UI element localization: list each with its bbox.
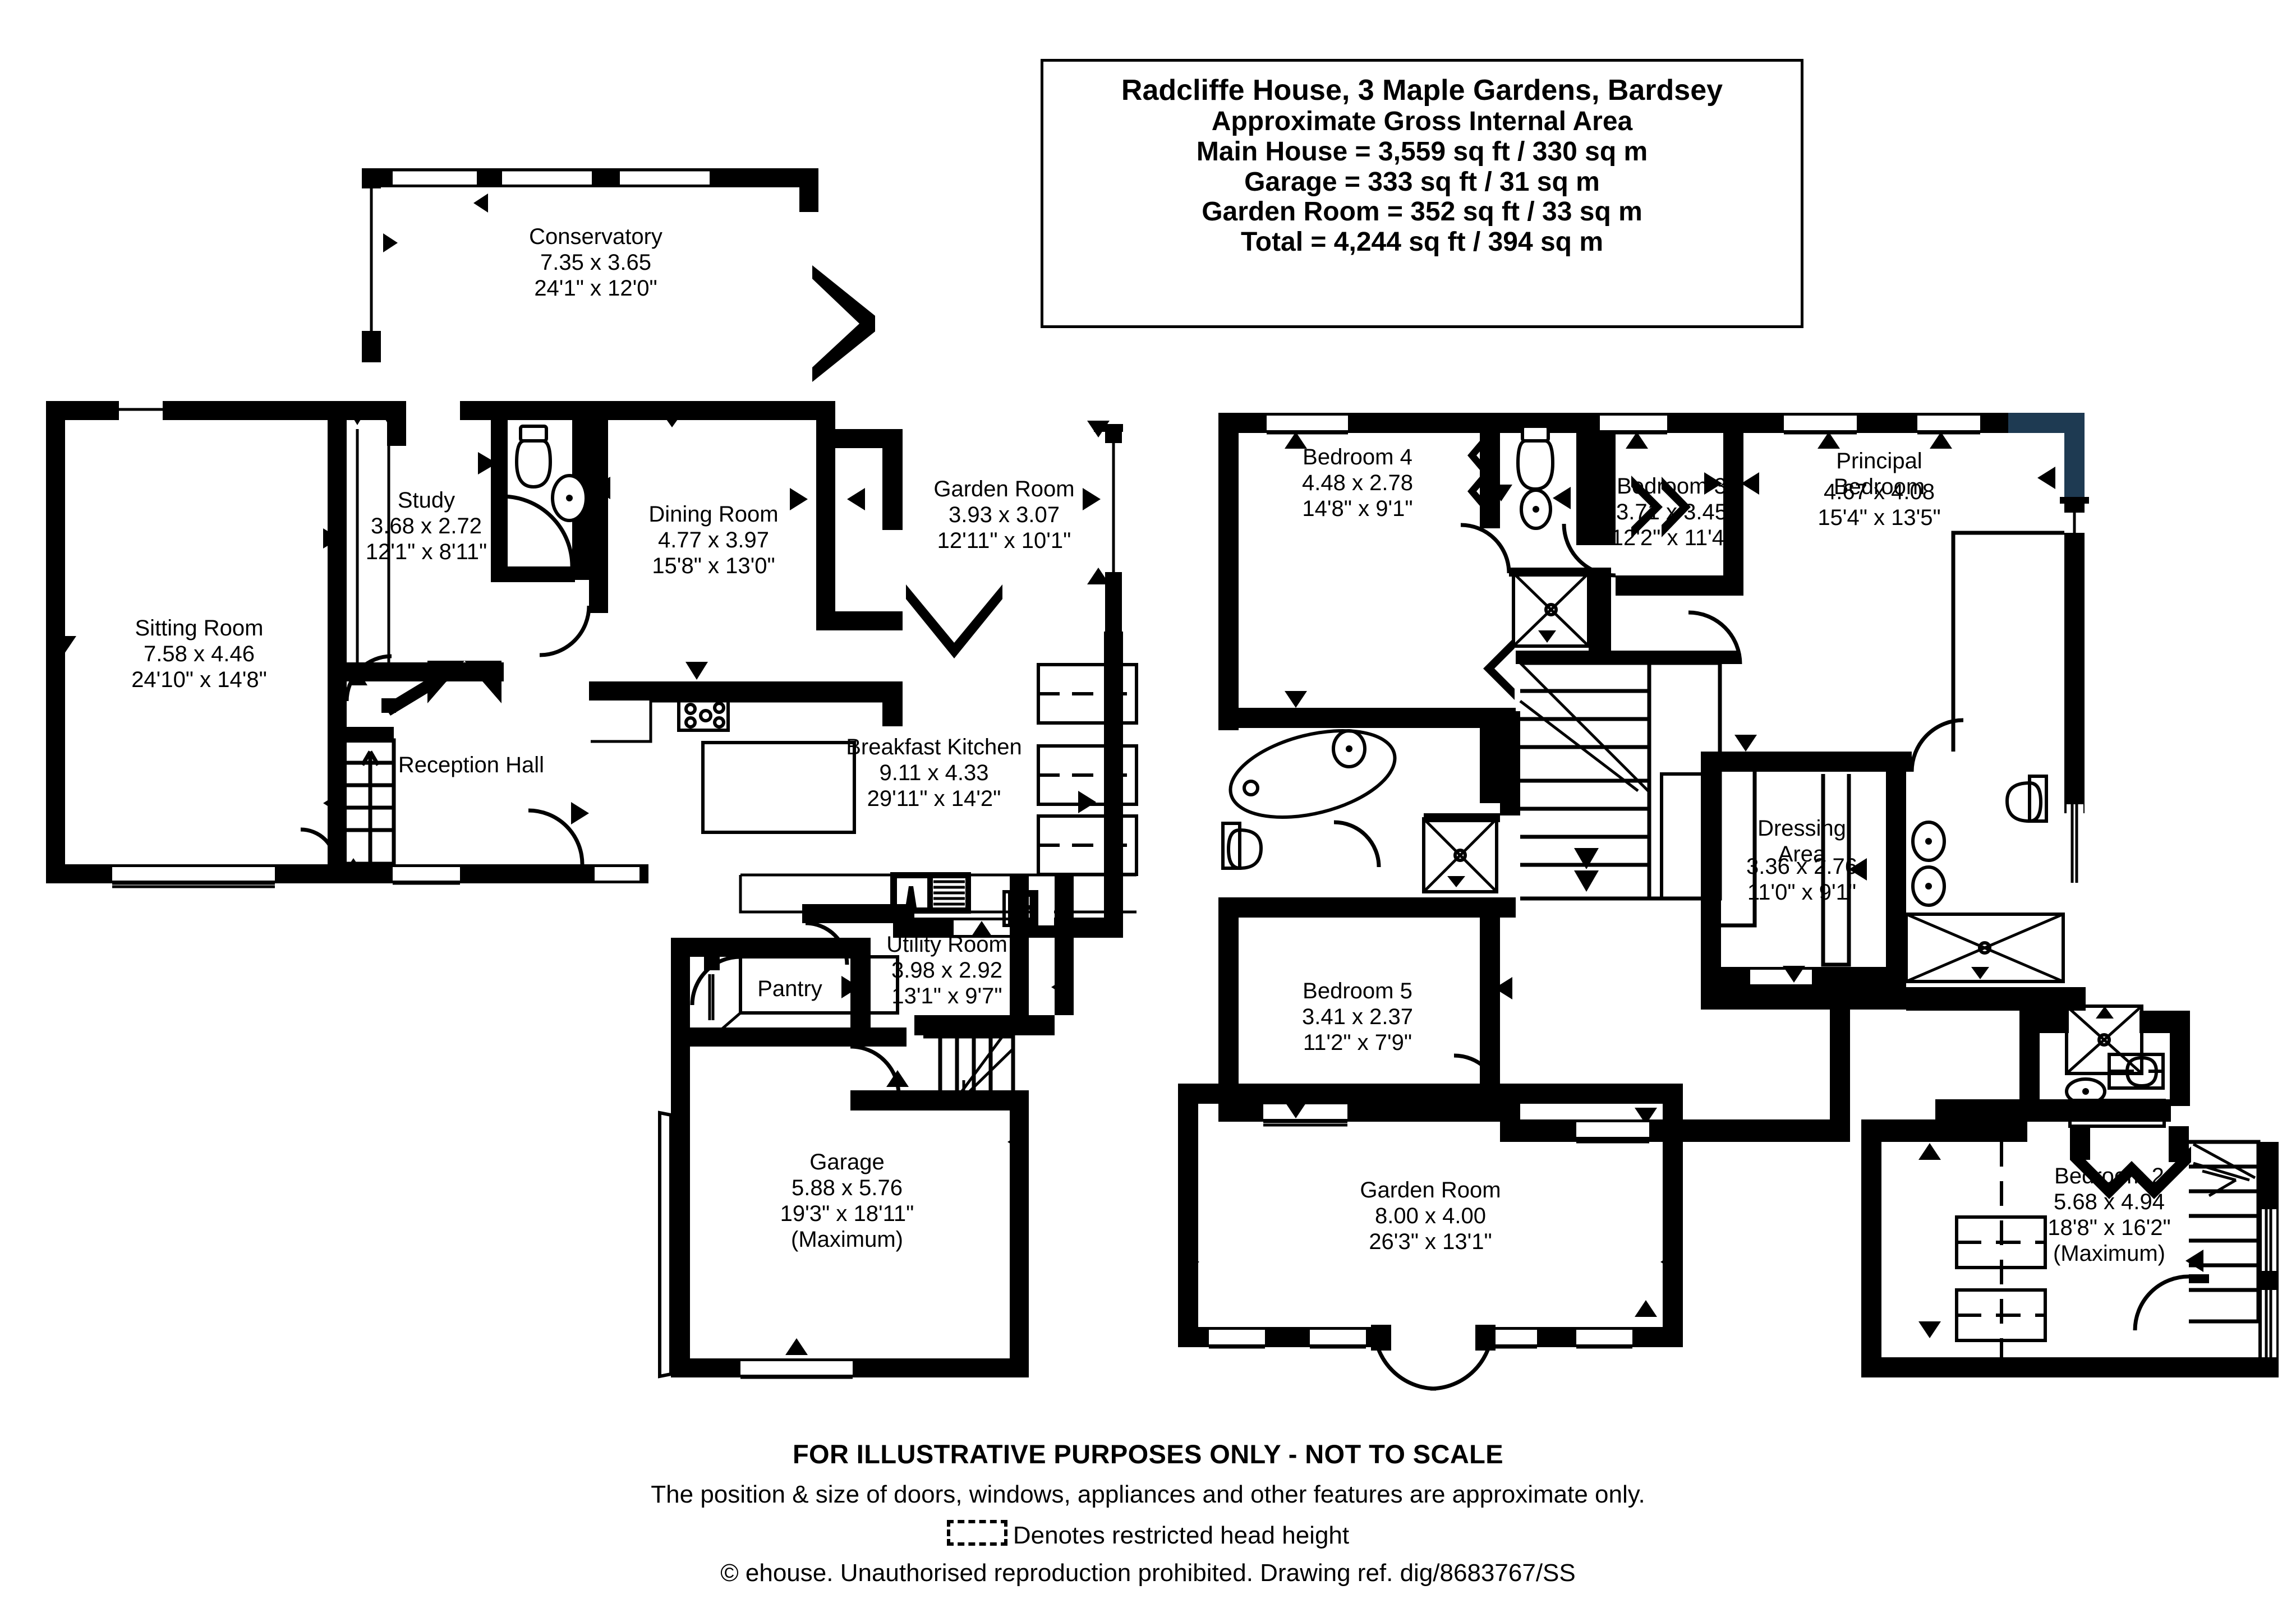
room-label-garden-attached: Garden Room	[933, 477, 1074, 501]
room-label-breakfast-kitchen: Breakfast Kitchen	[846, 735, 1022, 759]
room-dim-ft-bedroom-3: 12'2" x 11'4"	[1611, 526, 1732, 550]
footer-copyright-block: © ehouse. Unauthorised reproduction proh…	[0, 1559, 2296, 1587]
room-bedroom-2: Bedroom 2 5.68 x 4.94 18'8" x 16'2" (Max…	[1861, 1004, 2279, 1377]
room-label-bedroom-5: Bedroom 5	[1303, 979, 1412, 1003]
room-label-sitting: Sitting Room	[135, 616, 264, 640]
room-garden-attached: Garden Room 3.93 x 3.07 12'11" x 10'1"	[816, 421, 1123, 658]
footer-block: FOR ILLUSTRATIVE PURPOSES ONLY - NOT TO …	[0, 1439, 2296, 1469]
room-dim-m-conservatory: 7.35 x 3.65	[540, 250, 651, 275]
room-label-bedroom-2: Bedroom 2	[2054, 1164, 2164, 1188]
first-floor-plan: Bedroom 4 4.48 x 2.78 14'8" x 9'1"	[1218, 413, 2279, 1377]
room-dim-m-dressing-area: 3.36 x 2.76	[1746, 854, 1857, 879]
title-block: Radcliffe House, 3 Maple Gardens, Bardse…	[1041, 59, 1803, 328]
room-dim-ft-breakfast-kitchen: 29'11" x 14'2"	[867, 786, 1001, 811]
room-dim-ft-principal-bedroom: 15'4" x 13'5"	[1818, 505, 1940, 530]
room-ensuite-principal	[1904, 775, 2083, 983]
title-line-5: Garden Room = 352 sq ft / 33 sq m	[1202, 197, 1642, 227]
room-garage: Garage 5.88 x 5.76 19'3" x 18'11" (Maxim…	[658, 1047, 1029, 1379]
room-dim-ft-utility: 13'1" x 9'7"	[891, 984, 1002, 1008]
ground-floor-plan: Conservatory 7.35 x 3.65 24'1" x 12'0" S…	[46, 168, 1138, 1379]
room-label-utility: Utility Room	[886, 932, 1007, 957]
room-dim-ft-sitting: 24'10" x 14'8"	[131, 667, 267, 692]
room-dim-m-principal-bedroom: 4.67 x 4.08	[1824, 480, 1935, 504]
footer-legend-text: Denotes restricted head height	[1013, 1522, 1350, 1549]
room-bedroom-5: Bedroom 5 3.41 x 2.37 11'2" x 7'9"	[1218, 897, 1516, 1127]
room-dim-ft-dressing-area: 11'0" x 9'1"	[1747, 880, 1856, 905]
room-dim-m-bedroom-5: 3.41 x 2.37	[1302, 1004, 1413, 1029]
room-label-reception-hall: Reception Hall	[398, 753, 544, 777]
room-wc-ground	[460, 401, 662, 582]
title-line-1: Radcliffe House, 3 Maple Gardens, Bardse…	[1121, 74, 1723, 107]
room-study: Study 3.68 x 2.72 12'1" x 8'11"	[309, 401, 504, 685]
restricted-head-height-icon	[946, 1520, 1007, 1546]
room-bedroom-4: Bedroom 4 4.48 x 2.78 14'8" x 9'1"	[1218, 413, 1516, 728]
room-dim-ft-study: 12'1" x 8'11"	[366, 540, 487, 564]
first-floor-landing	[1500, 610, 2086, 1144]
room-utility: Utility Room 3.98 x 2.92 13'1" x 9'7"	[802, 875, 1074, 1110]
room-dim-m-garage: 5.88 x 5.76	[792, 1176, 903, 1200]
room-label-pantry: Pantry	[757, 976, 822, 1001]
room-dim-ft-dining: 15'8" x 13'0"	[652, 554, 775, 578]
title-line-6: Total = 4,244 sq ft / 394 sq m	[1240, 227, 1604, 257]
room-label-garden-room-detached: Garden Room	[1360, 1178, 1501, 1202]
room-pantry: Pantry	[671, 938, 907, 1047]
title-line-4: Garage = 333 sq ft / 31 sq m	[1244, 167, 1600, 197]
room-dim-ft-garage: 19'3" x 18'11"	[780, 1201, 914, 1226]
footer-disclaimer: FOR ILLUSTRATIVE PURPOSES ONLY - NOT TO …	[792, 1439, 1504, 1469]
room-sitting: Sitting Room 7.58 x 4.46 24'10" x 14'8"	[46, 401, 331, 888]
room-label-dining: Dining Room	[648, 502, 778, 527]
room-wc-first	[1460, 413, 1723, 700]
room-dim-ft-bedroom-5: 11'2" x 7'9"	[1303, 1030, 1412, 1055]
room-label-garage: Garage	[809, 1150, 884, 1174]
room-reception-hall: Reception Hall	[300, 654, 648, 885]
room-breakfast-kitchen: Breakfast Kitchen 9.11 x 4.33 29'11" x 1…	[571, 632, 1138, 938]
room-dim-m-study: 3.68 x 2.72	[371, 514, 482, 538]
room-note-bedroom-2: (Maximum)	[2053, 1241, 2165, 1266]
room-dim-m-garden-room-detached: 8.00 x 4.00	[1375, 1204, 1486, 1228]
room-family-bathroom	[1218, 708, 1516, 918]
footer-note-block: The position & size of doors, windows, a…	[0, 1481, 2296, 1509]
room-note-garage: (Maximum)	[791, 1227, 903, 1252]
footer-approx-note: The position & size of doors, windows, a…	[651, 1481, 1645, 1508]
room-dim-m-dining: 4.77 x 3.97	[658, 528, 769, 552]
room-dim-ft-garden-attached: 12'11" x 10'1"	[937, 528, 1071, 553]
room-dim-ft-bedroom-4: 14'8" x 9'1"	[1302, 496, 1412, 521]
room-dim-m-breakfast-kitchen: 9.11 x 4.33	[880, 761, 989, 785]
room-dim-m-bedroom-2: 5.68 x 4.94	[2054, 1190, 2165, 1214]
room-label-study: Study	[398, 488, 455, 513]
room-dim-m-sitting: 7.58 x 4.46	[144, 642, 255, 666]
room-dim-m-bedroom-4: 4.48 x 2.78	[1302, 471, 1413, 495]
room-dim-m-utility: 3.98 x 2.92	[891, 958, 1002, 983]
room-dim-ft-bedroom-2: 18'8" x 16'2"	[2047, 1215, 2170, 1240]
room-dim-ft-conservatory: 24'1" x 12'0"	[534, 276, 657, 301]
room-label-conservatory: Conservatory	[529, 224, 662, 249]
title-line-3: Main House = 3,559 sq ft / 330 sq m	[1196, 136, 1648, 167]
title-line-2: Approximate Gross Internal Area	[1211, 107, 1633, 137]
footer-legend-block: Denotes restricted head height	[0, 1520, 2296, 1550]
room-dim-ft-garden-room-detached: 26'3" x 13'1"	[1369, 1229, 1492, 1254]
room-conservatory: Conservatory 7.35 x 3.65 24'1" x 12'0"	[362, 168, 875, 382]
room-label-bedroom-4: Bedroom 4	[1303, 445, 1412, 469]
footer-copyright: © ehouse. Unauthorised reproduction proh…	[720, 1559, 1576, 1587]
room-bedroom-3: Bedroom 3 3.71 x 3.45 12'2" x 11'4"	[1562, 413, 1759, 596]
room-dim-m-garden-attached: 3.93 x 3.07	[949, 503, 1060, 527]
room-dining: Dining Room 4.77 x 3.97 15'8" x 13'0"	[539, 401, 836, 720]
